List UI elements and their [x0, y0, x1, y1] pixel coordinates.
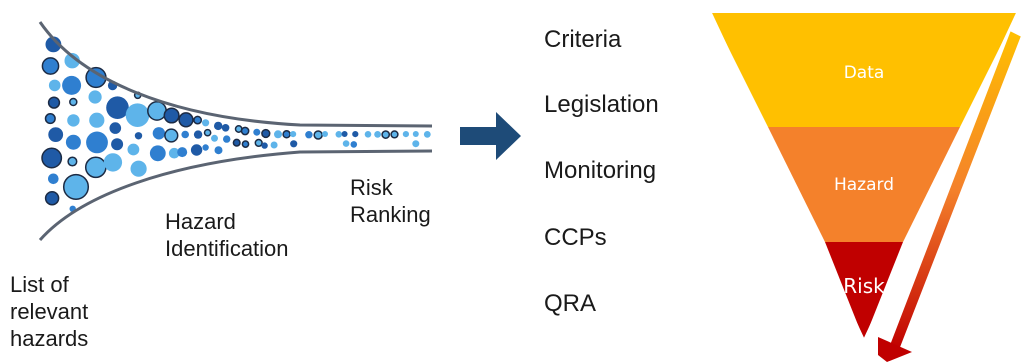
pyramid-label-hazard: Hazard [834, 175, 894, 195]
hazard-bubbles [41, 36, 431, 212]
pyramid-level-data [711, 13, 1017, 127]
label-list-of-hazards: List of relevant hazards [10, 272, 89, 351]
criteria-item-qra: QRA [544, 290, 597, 317]
pyramid-level-hazard [768, 127, 960, 242]
criteria-item-monitoring: Monitoring [544, 157, 657, 184]
funnel-top-edge [38, 21, 433, 128]
process-arrow [460, 112, 521, 160]
criteria-item-ccps: CCPs [544, 224, 607, 251]
criteria-item-criteria: Criteria [544, 26, 622, 53]
pyramid-label-data: Data [844, 63, 885, 83]
pyramid-label-risk: Risk [843, 274, 885, 298]
inverted-pyramid: Data Hazard Risk [710, 12, 1018, 341]
funnel-bottom-edge [38, 149, 433, 241]
pyramid-level-risk [825, 242, 903, 340]
criteria-item-legislation: Legislation [544, 91, 659, 118]
descending-arrow [878, 28, 1022, 362]
label-risk-ranking: Risk Ranking [350, 175, 431, 227]
label-hazard-identification: Hazard Identification [165, 209, 289, 261]
